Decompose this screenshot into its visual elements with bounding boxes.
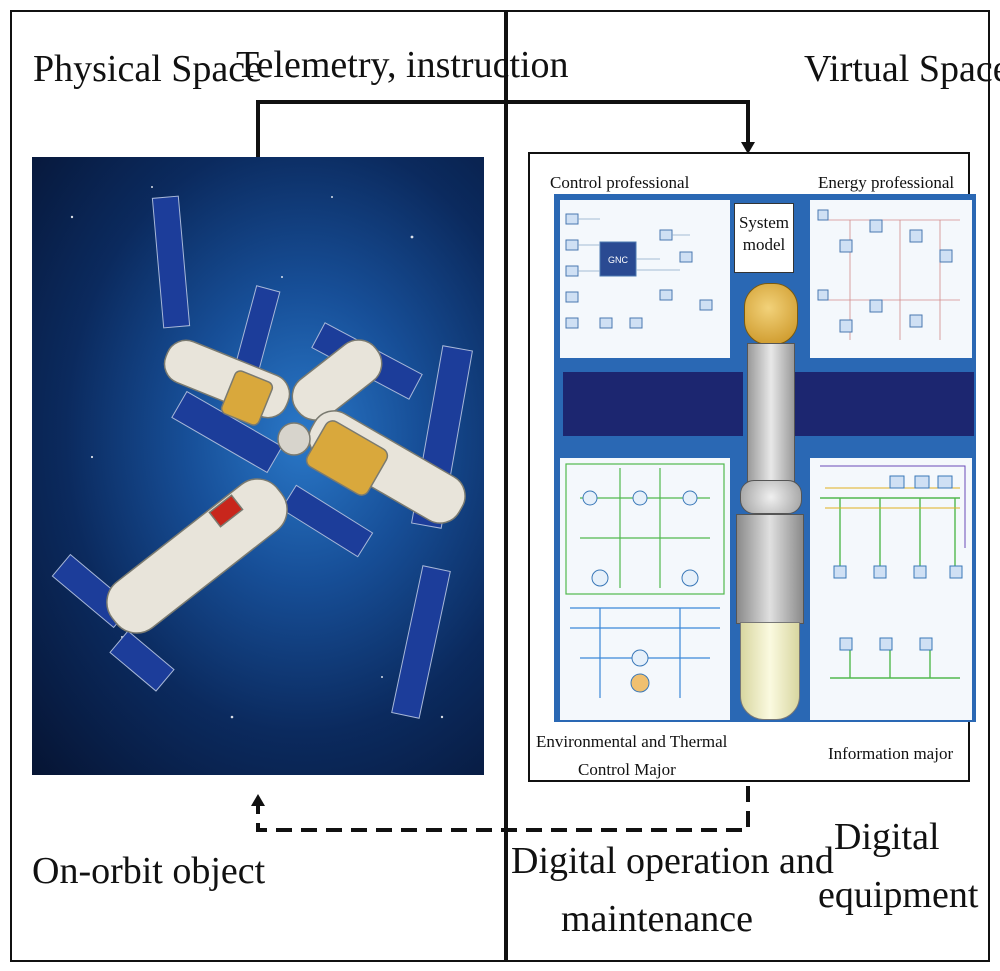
system-model-box: System model xyxy=(734,203,794,273)
virtual-space-label: Virtual Space xyxy=(804,48,1000,90)
core-module-tail xyxy=(740,622,800,720)
system-model-line1: System xyxy=(738,213,790,232)
energy-schematic xyxy=(817,209,960,340)
core-module-top xyxy=(744,283,798,345)
control-professional-label: Control professional xyxy=(550,173,690,192)
core-module-body xyxy=(747,343,795,485)
onorbit-object-label: On-orbit object xyxy=(32,850,266,892)
thermal-subsystem-panel xyxy=(560,458,730,720)
physical-space-frame xyxy=(10,10,506,962)
information-schematic xyxy=(820,465,966,679)
core-module-lower xyxy=(736,514,804,624)
digital-operation-label-line1: Digital operation and xyxy=(511,840,834,882)
digital-equipment-label-line1: Digital xyxy=(834,816,940,858)
system-model-line2: model xyxy=(742,235,786,255)
energy-subsystem-panel xyxy=(810,200,972,358)
gnc-label: GNC xyxy=(608,255,629,265)
thermal-schematic xyxy=(565,463,725,698)
telemetry-label: Telemetry, instruction xyxy=(236,44,569,86)
space-station-illustration xyxy=(51,186,473,719)
control-schematic: GNC xyxy=(565,213,713,329)
space-station-image xyxy=(32,157,484,775)
control-subsystem-panel: GNC xyxy=(560,200,730,358)
data-bus-band-right xyxy=(792,372,974,436)
virtual-space-frame xyxy=(506,10,990,962)
information-major-label: Information major xyxy=(828,744,954,763)
core-module-node xyxy=(740,480,802,514)
env-thermal-label-line2: Control Major xyxy=(578,760,676,779)
data-bus-band-left xyxy=(563,372,743,436)
information-subsystem-panel xyxy=(810,458,972,720)
physical-space-label: Physical Space xyxy=(33,48,263,90)
env-thermal-label-line1: Environmental and Thermal xyxy=(536,732,728,751)
digital-operation-label-line2: maintenance xyxy=(561,898,754,940)
digital-equipment-label-line2: equipment xyxy=(818,874,979,916)
energy-professional-label: Energy professional xyxy=(818,173,955,192)
